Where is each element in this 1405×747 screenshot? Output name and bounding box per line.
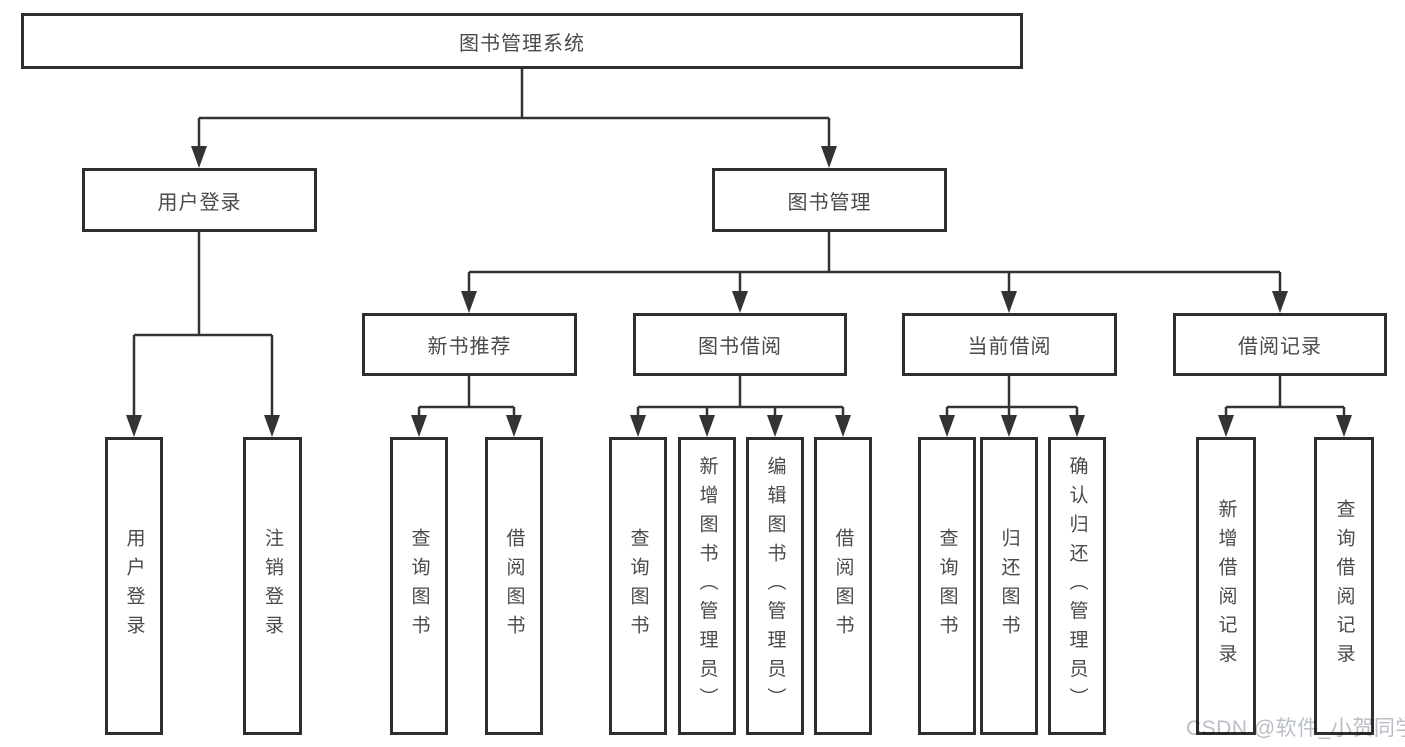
node-current-borrowing: 当前借阅: [902, 313, 1117, 376]
leaf-borrow-books-borrowing: 借阅图书: [814, 437, 872, 735]
node-book-management: 图书管理: [712, 168, 947, 232]
leaf-query-books-recommend: 查询图书: [390, 437, 448, 735]
node-label: 用户登录: [157, 191, 242, 214]
leaf-query-borrow-record: 查询借阅记录: [1314, 437, 1374, 735]
leaf-label: 注销登录: [262, 528, 283, 644]
node-label: 当前借阅: [967, 336, 1052, 358]
node-label: 新书推荐: [427, 336, 512, 358]
leaf-query-books-borrowing: 查询图书: [609, 437, 667, 735]
leaf-label: 新增借阅记录: [1215, 499, 1237, 673]
leaf-label: 新增图书（管理员）: [696, 456, 718, 716]
node-new-book-recommendation: 新书推荐: [362, 313, 577, 376]
leaf-edit-books-admin: 编辑图书（管理员）: [746, 437, 804, 735]
node-book-borrowing: 图书借阅: [633, 313, 847, 376]
leaf-label: 借阅图书: [832, 528, 854, 644]
leaf-user-login: 用户登录: [105, 437, 163, 735]
leaf-label: 查询借阅记录: [1333, 499, 1355, 673]
node-label: 图书管理: [787, 191, 872, 214]
node-label: 图书借阅: [698, 336, 782, 358]
node-borrowing-records: 借阅记录: [1173, 313, 1387, 376]
leaf-confirm-return-admin: 确认归还（管理员）: [1048, 437, 1106, 735]
leaf-add-borrow-record: 新增借阅记录: [1196, 437, 1256, 735]
leaf-label: 确认归还（管理员）: [1066, 456, 1088, 716]
leaf-label: 编辑图书（管理员）: [764, 456, 786, 716]
leaf-label: 查询图书: [408, 528, 430, 644]
leaf-label: 查询图书: [627, 528, 649, 644]
node-label: 借阅记录: [1238, 336, 1322, 358]
leaf-return-books: 归还图书: [980, 437, 1038, 735]
leaf-borrow-books-recommend: 借阅图书: [485, 437, 543, 735]
leaf-label: 用户登录: [123, 528, 145, 644]
leaf-label: 查询图书: [936, 528, 958, 644]
node-user-login: 用户登录: [82, 168, 317, 232]
node-library-management-system: 图书管理系统: [21, 13, 1023, 69]
watermark: CSDN @软件_小贺同学: [1186, 717, 1405, 740]
leaf-logout: 注销登录: [243, 437, 302, 735]
node-label: 图书管理系统: [459, 32, 585, 55]
leaf-label: 借阅图书: [503, 528, 525, 644]
leaf-query-books-current: 查询图书: [918, 437, 976, 735]
leaf-label: 归还图书: [998, 528, 1020, 644]
leaf-add-books-admin: 新增图书（管理员）: [678, 437, 736, 735]
